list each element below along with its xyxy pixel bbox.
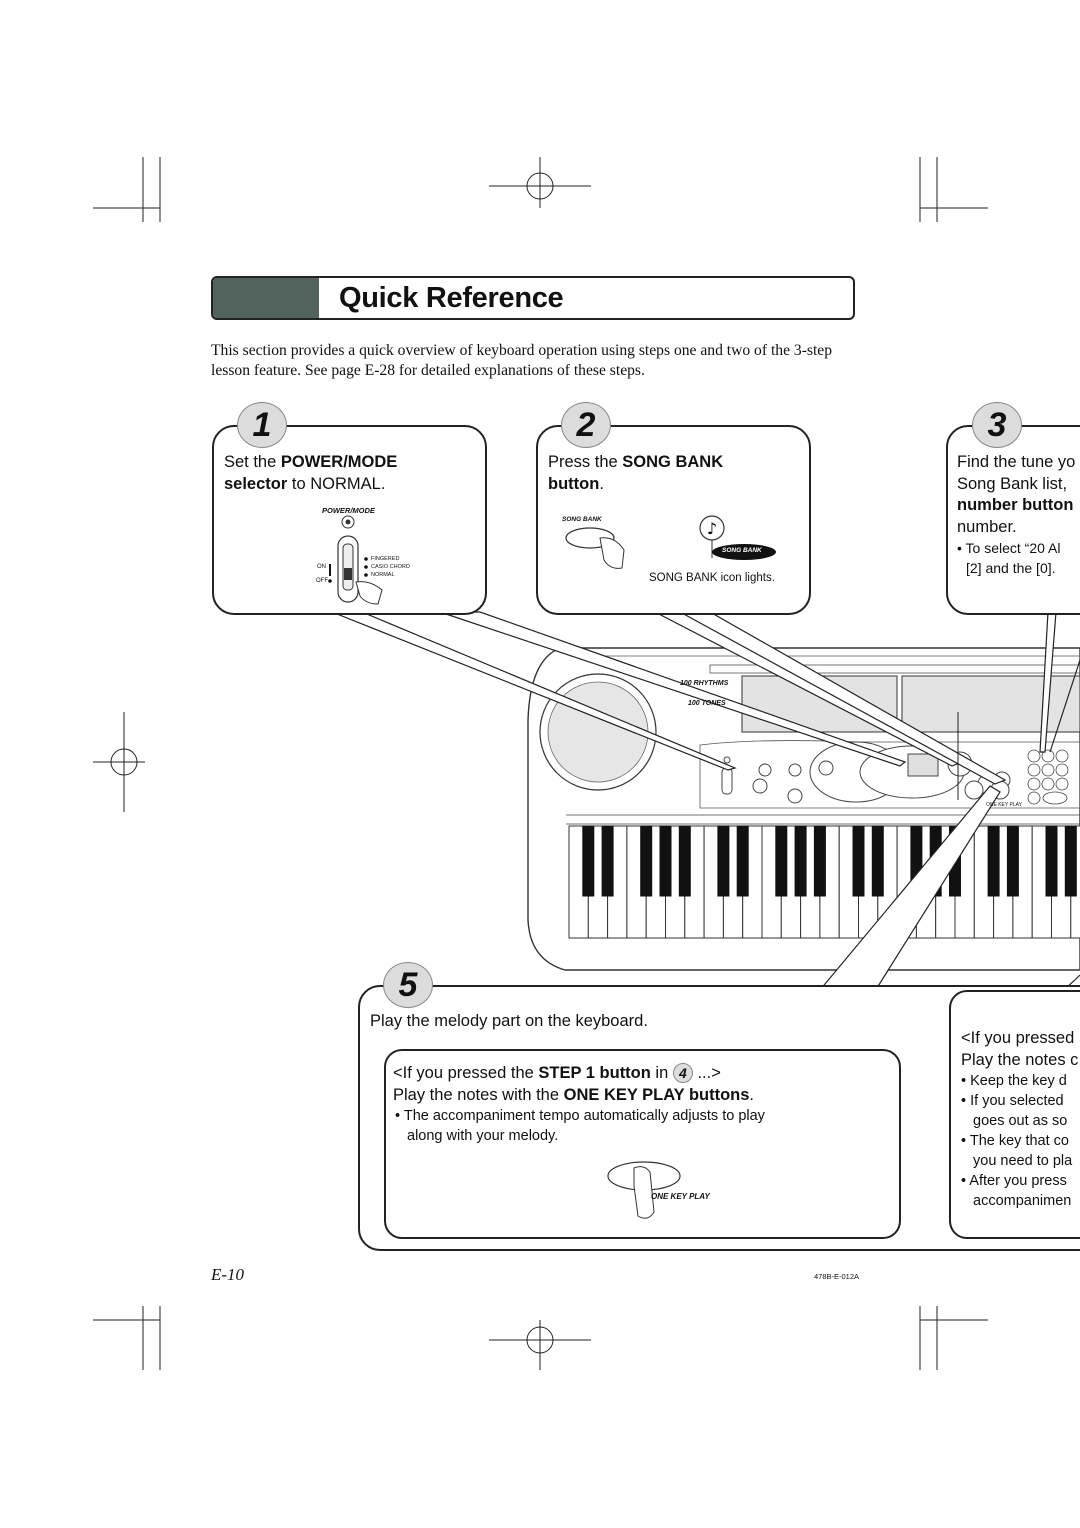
song-bank-button-illustration bbox=[565, 527, 625, 569]
right-panel-bullets: • Keep the key d • If you selected goes … bbox=[961, 1073, 1073, 1209]
normal-option: NORMAL bbox=[371, 572, 395, 578]
power-mode-selector-illustration bbox=[328, 515, 383, 605]
black-key bbox=[1064, 825, 1077, 897]
step5-badge: 5 bbox=[383, 962, 433, 1008]
song-bank-icon: ♪ bbox=[699, 515, 776, 560]
black-key bbox=[640, 825, 653, 897]
black-key bbox=[659, 825, 672, 897]
on-label: ON bbox=[317, 564, 326, 570]
song-bank-icon-label: SONG BANK bbox=[722, 547, 762, 554]
right-info-panel bbox=[949, 990, 1080, 1239]
black-key bbox=[1045, 825, 1058, 897]
song-bank-caption: SONG BANK icon lights. bbox=[649, 572, 775, 584]
casio-chord-option: CASIO CHORD bbox=[371, 564, 410, 570]
step1-badge: 1 bbox=[237, 402, 287, 448]
step2-badge: 2 bbox=[561, 402, 611, 448]
black-key bbox=[775, 825, 788, 897]
step3-instruction: Find the tune yo Song Bank list, number … bbox=[957, 453, 1076, 536]
one-key-play-label: ONE KEY PLAY bbox=[651, 1192, 710, 1201]
right-panel-heading: <If you pressed Play the notes c bbox=[961, 1029, 1079, 1069]
power-mode-label: POWER/MODE bbox=[322, 506, 375, 515]
song-bank-button-logo: SONG BANK bbox=[562, 516, 602, 523]
black-key bbox=[852, 825, 865, 897]
rhythms-logo: 100 RHYTHMS bbox=[680, 680, 729, 687]
step1-instruction: Set the POWER/MODE selector to NORMAL. bbox=[224, 453, 398, 493]
black-key bbox=[717, 825, 730, 897]
svg-text:♪: ♪ bbox=[707, 519, 717, 538]
fingered-option: FINGERED bbox=[371, 556, 400, 562]
black-key bbox=[794, 825, 807, 897]
black-key bbox=[582, 825, 595, 897]
document-code: 478B-E-012A bbox=[814, 1272, 860, 1281]
step3-badge: 3 bbox=[972, 402, 1022, 448]
black-key bbox=[871, 825, 884, 897]
off-label: OFF bbox=[316, 578, 328, 584]
title-accent-block bbox=[213, 278, 319, 318]
keyboard-one-key-play-label: ONE KEY PLAY bbox=[986, 802, 1022, 808]
step4-reference-badge: 4 bbox=[672, 1063, 693, 1083]
page-number: E-10 bbox=[211, 1265, 245, 1284]
step5-inner-instruction: <If you pressed the STEP 1 button in 4 .… bbox=[393, 1063, 755, 1104]
section-title-bar: Quick Reference bbox=[211, 276, 855, 320]
step3-panel bbox=[946, 425, 1080, 615]
black-key bbox=[1006, 825, 1019, 897]
tones-logo: 100 TONES bbox=[688, 700, 726, 707]
step2-panel bbox=[536, 425, 811, 615]
step5-bullet: • The accompaniment tempo automatically … bbox=[395, 1108, 765, 1144]
step3-bullet: • To select “20 Al [2] and the [0]. bbox=[957, 540, 1061, 576]
step5-heading: Play the melody part on the keyboard. bbox=[370, 1012, 648, 1030]
page-title: Quick Reference bbox=[339, 282, 564, 314]
one-key-play-button-illustration bbox=[607, 1161, 681, 1219]
black-key bbox=[736, 825, 749, 897]
intro-paragraph: This section provides a quick overview o… bbox=[211, 342, 833, 379]
black-key bbox=[813, 825, 826, 897]
black-key bbox=[601, 825, 614, 897]
black-key bbox=[678, 825, 691, 897]
step2-instruction: Press the SONG BANK button. bbox=[548, 453, 724, 493]
black-key bbox=[987, 825, 1000, 897]
